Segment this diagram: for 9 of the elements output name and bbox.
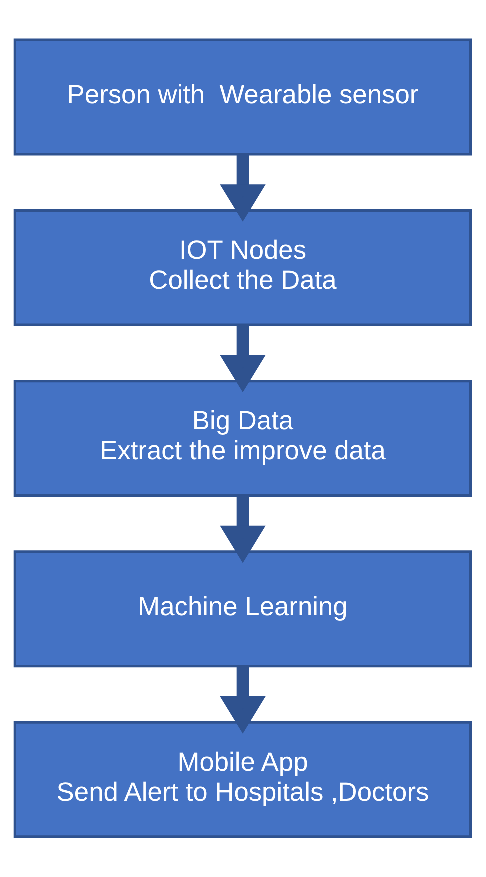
arrow bbox=[220, 325, 266, 393]
node-box: IOT Nodes Collect the Data bbox=[14, 209, 472, 326]
node-box: Big Data Extract the improve data bbox=[14, 380, 472, 497]
arrow bbox=[220, 154, 266, 222]
arrow bbox=[220, 666, 266, 734]
node-box: Person with Wearable sensor bbox=[14, 38, 472, 156]
node-box: Machine Learning bbox=[14, 550, 472, 668]
node-box: Mobile App Send Alert to Hospitals ,Doctors bbox=[14, 721, 472, 838]
arrow bbox=[220, 496, 266, 564]
